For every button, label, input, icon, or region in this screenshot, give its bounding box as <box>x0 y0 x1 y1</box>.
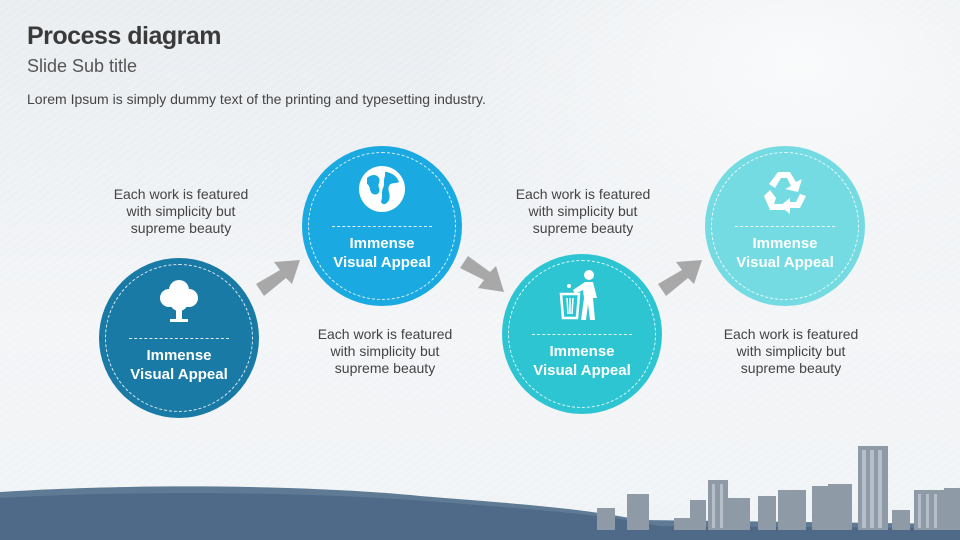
step-1-caption: Each work is featured with simplicity bu… <box>113 186 249 236</box>
slide-description: Lorem Ipsum is simply dummy text of the … <box>27 91 486 107</box>
step-3-label-line-2: Visual Appeal <box>533 362 631 379</box>
step-3-circle: Immense Visual Appeal <box>502 254 662 414</box>
slide-title: Process diagram <box>27 22 222 50</box>
sky-glow <box>420 0 960 300</box>
step-1-label: Immense Visual Appeal <box>109 346 249 384</box>
step-2-circle: Immense Visual Appeal <box>302 146 462 306</box>
step-4-caption: Each work is featured with simplicity bu… <box>723 326 859 376</box>
step-2-dashed-ring <box>308 152 456 300</box>
step-2-label-line-2: Visual Appeal <box>333 254 431 271</box>
step-4-label-line-2: Visual Appeal <box>736 254 834 271</box>
step-4-dashed-ring <box>711 152 859 300</box>
step-4-circle: Immense Visual Appeal <box>705 146 865 306</box>
step-3-divider <box>532 334 632 335</box>
step-2-label-line-1: Immense <box>349 235 415 252</box>
city-skyline-decoration <box>0 446 960 540</box>
step-1-circle: Immense Visual Appeal <box>99 258 259 418</box>
step-1-label-line-2: Visual Appeal <box>130 366 228 383</box>
step-2-caption: Each work is featured with simplicity bu… <box>317 326 453 376</box>
recycle-bin-person-icon <box>559 270 597 320</box>
step-3-label-line-1: Immense <box>549 343 615 360</box>
step-2-label: Immense Visual Appeal <box>312 234 452 272</box>
step-3-label: Immense Visual Appeal <box>512 342 652 380</box>
arrow-step-2-to-3 <box>460 256 504 292</box>
step-3-caption: Each work is featured with simplicity bu… <box>515 186 651 236</box>
step-1-divider <box>129 338 229 339</box>
arrow-step-3-to-4 <box>658 260 702 296</box>
step-4-label-line-1: Immense <box>752 235 818 252</box>
slide-subtitle: Slide Sub title <box>27 56 138 76</box>
step-1-label-line-1: Immense <box>146 347 212 364</box>
step-4-label: Immense Visual Appeal <box>715 234 855 272</box>
recycle-icon <box>764 172 806 214</box>
step-3-dashed-ring <box>508 260 656 408</box>
globe-icon <box>359 166 405 212</box>
step-2-divider <box>332 226 432 227</box>
arrow-step-1-to-2 <box>256 260 300 296</box>
tree-icon <box>160 280 198 322</box>
step-4-divider <box>735 226 835 227</box>
step-1-dashed-ring <box>105 264 253 412</box>
